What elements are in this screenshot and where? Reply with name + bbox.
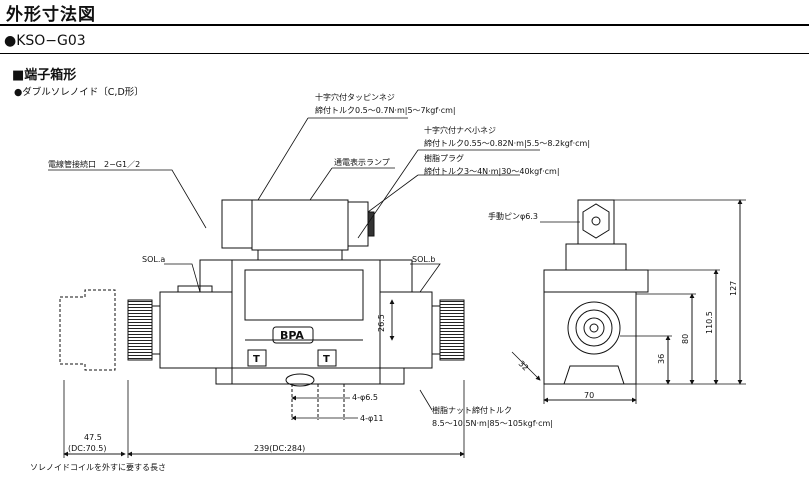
manual-pin-label: 手動ピンφ6.3	[488, 211, 538, 221]
port-t-right	[317, 349, 337, 367]
left-knurled-nut	[127, 299, 153, 361]
dim-239: 239(DC:284)	[254, 444, 305, 453]
model-rule	[0, 53, 809, 54]
terminal-box	[251, 199, 349, 251]
nut-torque-label: 樹脂ナット締付トルク	[432, 405, 512, 415]
dim-phi6-5: 4-φ6.5	[352, 393, 378, 402]
side-body	[543, 291, 637, 385]
leader-lines	[48, 117, 580, 411]
resin-plug-torque: 締付トルク3〜4N·m|30〜40kgf·cm|	[424, 166, 560, 176]
dim-phi11: 4-φ11	[360, 414, 383, 423]
dimension-lines	[63, 199, 746, 458]
screw-pan-label: 十字穴付ナベ小ネジ	[424, 125, 496, 135]
side-coil-ring	[567, 301, 621, 355]
dim-47-5: 47.5	[84, 433, 102, 442]
sol-a-label: SOL.a	[142, 255, 165, 264]
page-title: 外形寸法図	[6, 5, 96, 25]
port-t-left-label: T	[253, 354, 260, 365]
port-t-right-label: T	[323, 354, 330, 365]
left-solenoid	[159, 291, 233, 369]
resin-plug-label: 樹脂プラグ	[424, 153, 464, 163]
section-title: ■端子箱形	[12, 68, 77, 83]
front-view	[59, 199, 465, 420]
title-rule	[0, 24, 809, 26]
conduit-label: 電線管接続口 2−G1／2	[48, 159, 140, 169]
dim-70: 70	[584, 391, 594, 400]
sol-b-label: SOL.b	[412, 255, 435, 264]
dim-47-5-dc: (DC:70.5)	[68, 444, 107, 453]
right-knurled-nut	[439, 299, 465, 361]
port-t-left	[247, 349, 267, 367]
brand-label: BPA	[280, 329, 304, 342]
terminal-box-conduit	[221, 199, 253, 249]
nut-torque-value: 8.5〜10.5N·m|85〜105kgf·cm|	[432, 419, 553, 428]
right-solenoid	[379, 291, 433, 369]
dim-127: 127	[729, 281, 738, 296]
dim-80: 80	[681, 334, 690, 344]
coil-note: ソレノイドコイルを外すに要する長さ	[30, 462, 166, 472]
dim-110-5: 110.5	[705, 311, 714, 334]
dim-36: 36	[657, 354, 666, 364]
model-name: ●KSO−G03	[4, 33, 86, 49]
screw-plus-torque: 締付トルク0.5〜0.7N·m|5〜7kgf·cm|	[315, 105, 456, 115]
dim-26-5: 26.5	[377, 314, 386, 332]
coil-removal-outline	[59, 289, 116, 371]
valve-body	[231, 259, 381, 385]
screw-plus-label: 十字穴付タッピンネジ	[315, 92, 395, 102]
lamp-label: 通電表示ランプ	[334, 157, 390, 167]
screw-pan-torque: 締付トルク0.55〜0.82N·m|5.5〜8.2kgf·cm|	[424, 138, 590, 148]
dim-32: 32	[517, 359, 531, 373]
brand-plate	[272, 326, 314, 344]
variant-subtitle: ●ダブルソレノイド〔C,D形〕	[14, 87, 144, 98]
side-view	[543, 199, 649, 385]
